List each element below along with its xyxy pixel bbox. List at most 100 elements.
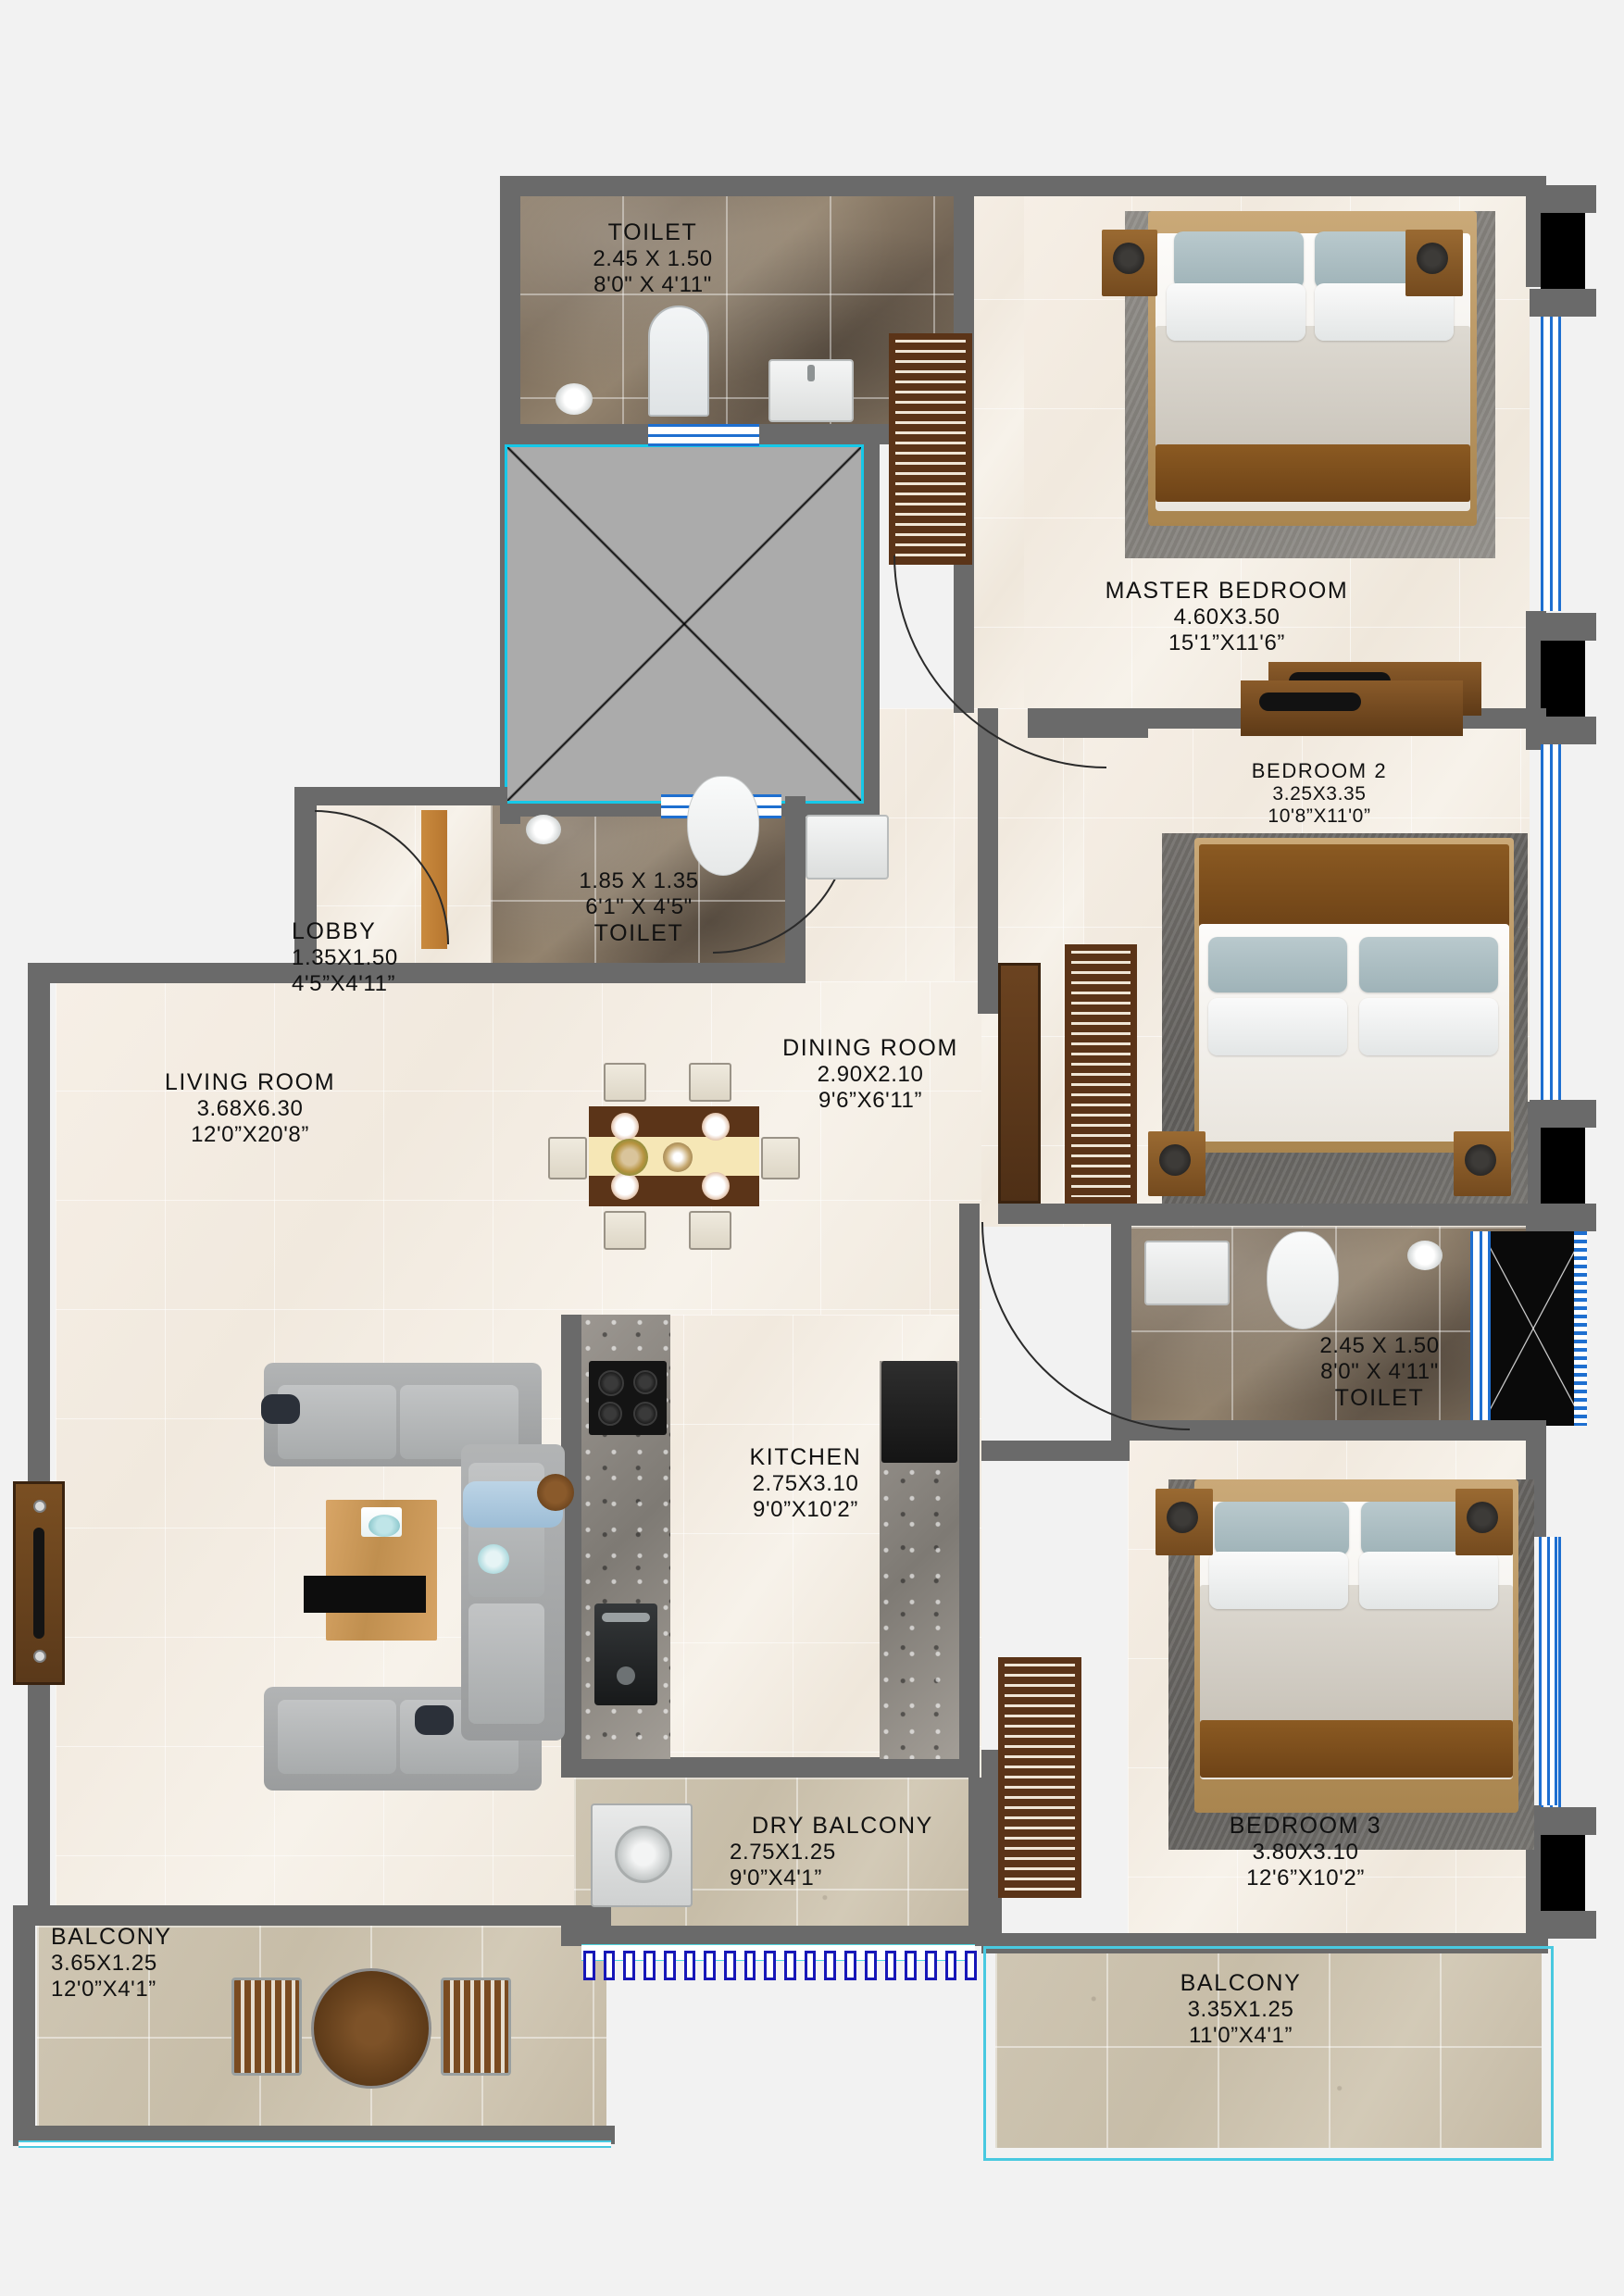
window-right-2	[1541, 639, 1585, 718]
dining-chair-2[interactable]	[689, 1063, 731, 1102]
dining-centerpiece	[611, 1139, 648, 1176]
wall-bedroom3-left	[981, 1441, 1130, 1461]
dry-balcony-railing	[583, 1951, 978, 1980]
balcony-left-glazing	[19, 2140, 611, 2148]
wall-living-left	[28, 963, 50, 1926]
wall-right-nib-3	[1530, 613, 1596, 641]
label-kitchen: KITCHEN 2.75X3.10 9'0”X10'2”	[749, 1444, 862, 1522]
pillow-master-3	[1167, 283, 1305, 341]
door-master-bedroom[interactable]	[889, 333, 972, 565]
lamp-bed2-right	[1465, 1144, 1496, 1176]
lamp-bed3-right	[1467, 1502, 1498, 1533]
label-toilet-common: 1.85 X 1.35 6'1" X 4'5" TOILET	[579, 868, 699, 946]
window-master-right	[1541, 317, 1561, 611]
window-living-left-handle	[33, 1528, 44, 1639]
tv-unit-living	[304, 1576, 426, 1613]
window-living-left-knob-bottom	[33, 1650, 46, 1663]
wall-right-nib-2	[1530, 289, 1596, 317]
wall-right-nib-1	[1530, 185, 1596, 213]
label-dining-room: DINING ROOM 2.90X2.10 9'6”X6'11”	[782, 1035, 958, 1113]
wall-right-nib-7	[1530, 1807, 1596, 1835]
dining-chair-5[interactable]	[548, 1137, 587, 1179]
duct-shaft	[505, 444, 864, 804]
wall-living-top	[28, 963, 324, 983]
wall-balcony-left-bottom	[13, 2126, 615, 2144]
dining-plate-2	[702, 1113, 730, 1141]
tv-bedroom2	[1259, 693, 1361, 711]
washing-machine-drum	[615, 1826, 672, 1883]
pillow-bed2-2	[1359, 937, 1498, 992]
label-bedroom-3: BEDROOM 3 3.80X3.10 12'6”X10'2”	[1229, 1813, 1382, 1890]
pillow-bed2-4	[1359, 998, 1498, 1055]
door-bedroom2[interactable]	[1065, 944, 1137, 1204]
dining-chair-3[interactable]	[604, 1211, 646, 1250]
dining-chair-4[interactable]	[689, 1211, 731, 1250]
bed-bedroom2-throw	[1199, 844, 1509, 928]
wall-kitchen-left	[561, 1315, 581, 1778]
door-toilet-master[interactable]	[648, 424, 759, 446]
bed-bedroom3-throw	[1200, 1720, 1513, 1778]
dining-plate-1	[611, 1113, 639, 1141]
throw-pillow-bottom	[415, 1705, 454, 1735]
window-toilet3-frame	[1574, 1231, 1587, 1426]
hob-ring-1	[598, 1370, 624, 1396]
wall-bedroom3-side	[981, 1750, 1002, 1953]
pillow-bed3-4	[1359, 1552, 1498, 1609]
window-right-4	[1541, 1833, 1585, 1912]
kitchen-oven-dial	[617, 1666, 635, 1685]
bed-master-throw	[1156, 444, 1470, 502]
hob-ring-2	[633, 1370, 657, 1394]
label-toilet-master: TOILET 2.45 X 1.50 8'0" X 4'11"	[593, 219, 713, 297]
wc-toilet-common	[687, 776, 759, 876]
wall-toilet-master-left	[500, 176, 520, 444]
wall-balcony-left-outer	[13, 1905, 35, 2146]
mirror-toilet-master	[648, 306, 709, 417]
label-bedroom-2: BEDROOM 2 3.25X3.35 10'8”X11'0”	[1251, 759, 1388, 827]
wall-drybalcony-bottom	[561, 1926, 989, 1946]
shower-toilet-master	[556, 383, 593, 415]
dining-plate-4	[702, 1172, 730, 1200]
lamp-master-right	[1417, 243, 1448, 274]
pillow-bed3-1	[1215, 1502, 1349, 1555]
bowl-on-table	[369, 1515, 400, 1537]
wall-common-toilet-bottom	[315, 963, 806, 983]
door-bedroom2-frame	[998, 963, 1041, 1204]
sink-toilet-common	[806, 815, 889, 880]
balcony-chair-right	[441, 1978, 511, 2076]
label-toilet-bedroom3: 2.45 X 1.50 8'0" X 4'11" TOILET	[1319, 1333, 1440, 1411]
window-dining-right	[1539, 1537, 1557, 1805]
kitchen-hob	[589, 1361, 667, 1435]
dining-chair-6[interactable]	[761, 1137, 800, 1179]
label-master-bedroom: MASTER BEDROOM 4.60X3.50 15'1”X11'6”	[1105, 578, 1349, 655]
wc-toilet-bedroom3	[1267, 1231, 1339, 1329]
dry-balcony-rail-line	[581, 1944, 975, 1961]
wall-lobby-top	[294, 787, 507, 805]
sofa-top-cushion-1	[278, 1385, 396, 1459]
floor-balcony-right	[995, 1935, 1542, 2148]
lamp-master-left	[1113, 243, 1144, 274]
shower-toilet-bedroom3	[1407, 1241, 1443, 1270]
label-balcony-left: BALCONY 3.65X1.25 12'0”X4'1”	[51, 1924, 172, 2002]
window-right-3	[1541, 1125, 1585, 1204]
hob-ring-4	[633, 1402, 657, 1426]
person-hair	[537, 1474, 574, 1511]
lamp-bed3-left	[1167, 1502, 1198, 1533]
wall-kitchen-bottom	[561, 1757, 980, 1778]
sofa-bottom-cushion-1	[278, 1700, 396, 1774]
pillow-bed2-1	[1208, 937, 1347, 992]
wall-dining-right	[978, 708, 998, 1014]
sink-toilet-bedroom3	[1144, 1241, 1230, 1305]
label-dry-balcony: DRY BALCONY 2.75X1.25 9'0”X4'1”	[730, 1813, 933, 1890]
window-bedroom2-right	[1541, 744, 1561, 1100]
window-living-left-knob-top	[33, 1500, 46, 1513]
window-toilet3-glazing	[1470, 1231, 1491, 1426]
balcony-right-rail	[983, 1946, 1554, 2161]
dining-chair-1[interactable]	[604, 1063, 646, 1102]
floor-toilet-master	[518, 190, 954, 430]
wall-kitchen-right	[959, 1204, 980, 1778]
hob-ring-3	[598, 1402, 622, 1426]
door-bedroom3[interactable]	[998, 1657, 1081, 1898]
wall-right-nib-5	[1530, 1100, 1596, 1128]
balcony-round-table	[311, 1968, 431, 2089]
